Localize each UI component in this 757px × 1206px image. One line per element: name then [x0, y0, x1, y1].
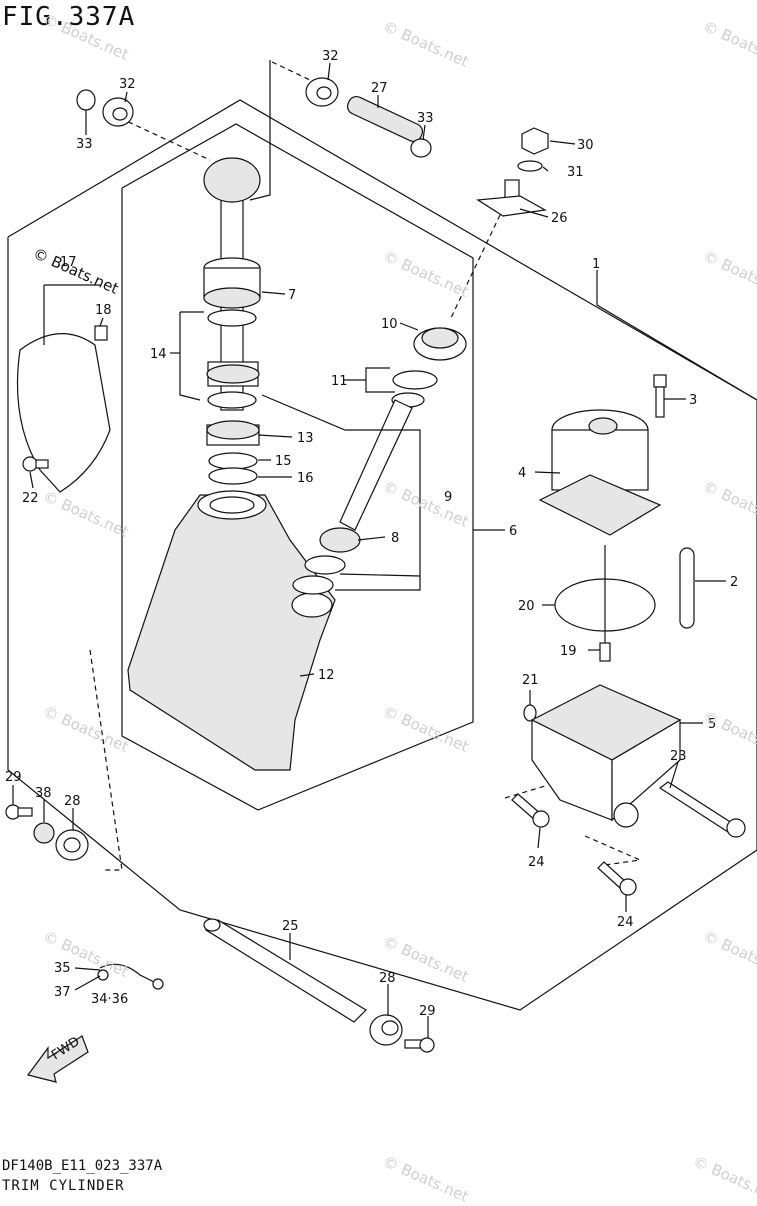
part-33-ring-top — [410, 138, 432, 158]
part-11-ring-a — [392, 370, 438, 390]
callout-4: 4 — [518, 466, 526, 481]
callout-7: 7 — [288, 288, 296, 303]
callout-19: 19 — [560, 644, 577, 659]
part-23-bolt — [658, 781, 746, 838]
part-5-pump-housing — [530, 684, 682, 828]
part-12-cylinder-body — [127, 490, 336, 771]
part-2-strap — [679, 547, 695, 629]
callout-17: 17 — [60, 255, 77, 270]
part-38-washer — [33, 822, 55, 844]
callout-29a: 29 — [5, 770, 22, 785]
part-30-nut — [521, 127, 549, 155]
part-9-ring-b — [292, 575, 334, 595]
figure-title: FIG.337A — [2, 2, 136, 32]
part-4-motor — [538, 409, 662, 536]
dash-line-bolt24 — [584, 835, 643, 866]
callout-28a: 28 — [64, 794, 81, 809]
part-29-screw-lower — [404, 1037, 435, 1053]
callout-34-36: 34·36 — [91, 992, 128, 1007]
part-9-ring-a — [304, 555, 346, 575]
callout-20: 20 — [518, 599, 535, 614]
callout-15: 15 — [275, 454, 292, 469]
part-14-ring-b — [207, 391, 257, 409]
part-13-seal — [206, 420, 260, 446]
part-32-bushing-top — [305, 77, 339, 107]
part-3-bolt — [653, 374, 667, 418]
figure-caption: TRIM CYLINDER — [2, 1178, 125, 1194]
callout-30: 30 — [577, 138, 594, 153]
part-24-bolt-b — [597, 861, 637, 896]
part-10-plug — [413, 327, 467, 361]
callout-24a: 24 — [528, 855, 545, 870]
dash-line-top — [271, 61, 311, 81]
part-29-screw-left — [5, 804, 33, 820]
part-34-36-wire-clip — [97, 963, 164, 990]
part-24-bolt-a — [511, 793, 550, 828]
part-33-ring-left — [76, 89, 96, 111]
dash-line-rod — [249, 60, 271, 201]
dash-line-bolt24b — [504, 785, 546, 799]
callout-32a: 32 — [322, 49, 339, 64]
callout-12: 12 — [318, 668, 335, 683]
part-26-valve — [476, 179, 547, 217]
callout-23: 23 — [670, 749, 687, 764]
callout-38: 38 — [35, 786, 52, 801]
part-28-bushing-lower — [369, 1014, 403, 1046]
callout-13: 13 — [297, 431, 314, 446]
callout-25: 25 — [282, 919, 299, 934]
part-32-bushing-left — [102, 97, 134, 127]
assembly-boundary-inner — [121, 123, 474, 811]
dash-line-plug — [449, 214, 501, 321]
callout-27: 27 — [371, 81, 388, 96]
callout-29b: 29 — [419, 1004, 436, 1019]
part-19-pin — [599, 642, 611, 662]
callout-6: 6 — [509, 524, 517, 539]
callout-28b: 28 — [379, 971, 396, 986]
part-27-pin — [346, 95, 424, 143]
callout-8: 8 — [391, 531, 399, 546]
callout-33b: 33 — [417, 111, 434, 126]
part-31-washer — [517, 160, 543, 172]
part-14-piston — [206, 361, 260, 387]
part-22-screw — [22, 456, 49, 472]
part-15-ring — [208, 452, 258, 470]
figure-code: DF140B_E11_023_337A — [2, 1158, 163, 1174]
callout-16: 16 — [297, 471, 314, 486]
callout-1: 1 — [592, 257, 600, 272]
callout-21: 21 — [522, 673, 539, 688]
fwd-arrow-icon — [26, 1035, 89, 1083]
callout-14: 14 — [150, 347, 167, 362]
part-28-bushing-left — [55, 829, 89, 861]
callout-22: 22 — [22, 491, 39, 506]
callout-5: 5 — [708, 717, 716, 732]
callout-18: 18 — [95, 303, 112, 318]
dash-line-lower-left — [89, 649, 123, 871]
callout-9: 9 — [444, 490, 452, 505]
callout-33a: 33 — [76, 137, 93, 152]
callout-24b: 24 — [617, 915, 634, 930]
part-8-spacer — [319, 527, 361, 553]
part-25-shaft — [203, 918, 367, 1023]
callout-37: 37 — [54, 985, 71, 1000]
part-17-cover — [16, 333, 111, 493]
part-9-tube — [339, 399, 413, 531]
part-16-ring — [208, 467, 258, 485]
part-7-cap — [203, 257, 261, 309]
part-14-ring-a — [207, 309, 257, 327]
callout-2: 2 — [730, 575, 738, 590]
callout-10: 10 — [381, 317, 398, 332]
part-18-clip — [94, 325, 108, 341]
callout-26: 26 — [551, 211, 568, 226]
callout-32b: 32 — [119, 77, 136, 92]
dash-line-pin — [119, 117, 211, 161]
callout-31: 31 — [567, 165, 584, 180]
callout-3: 3 — [689, 393, 697, 408]
assembly-boundary-outer — [7, 99, 757, 1011]
callout-35: 35 — [54, 961, 71, 976]
leader-lines — [12, 62, 757, 1038]
callout-11: 11 — [331, 374, 348, 389]
